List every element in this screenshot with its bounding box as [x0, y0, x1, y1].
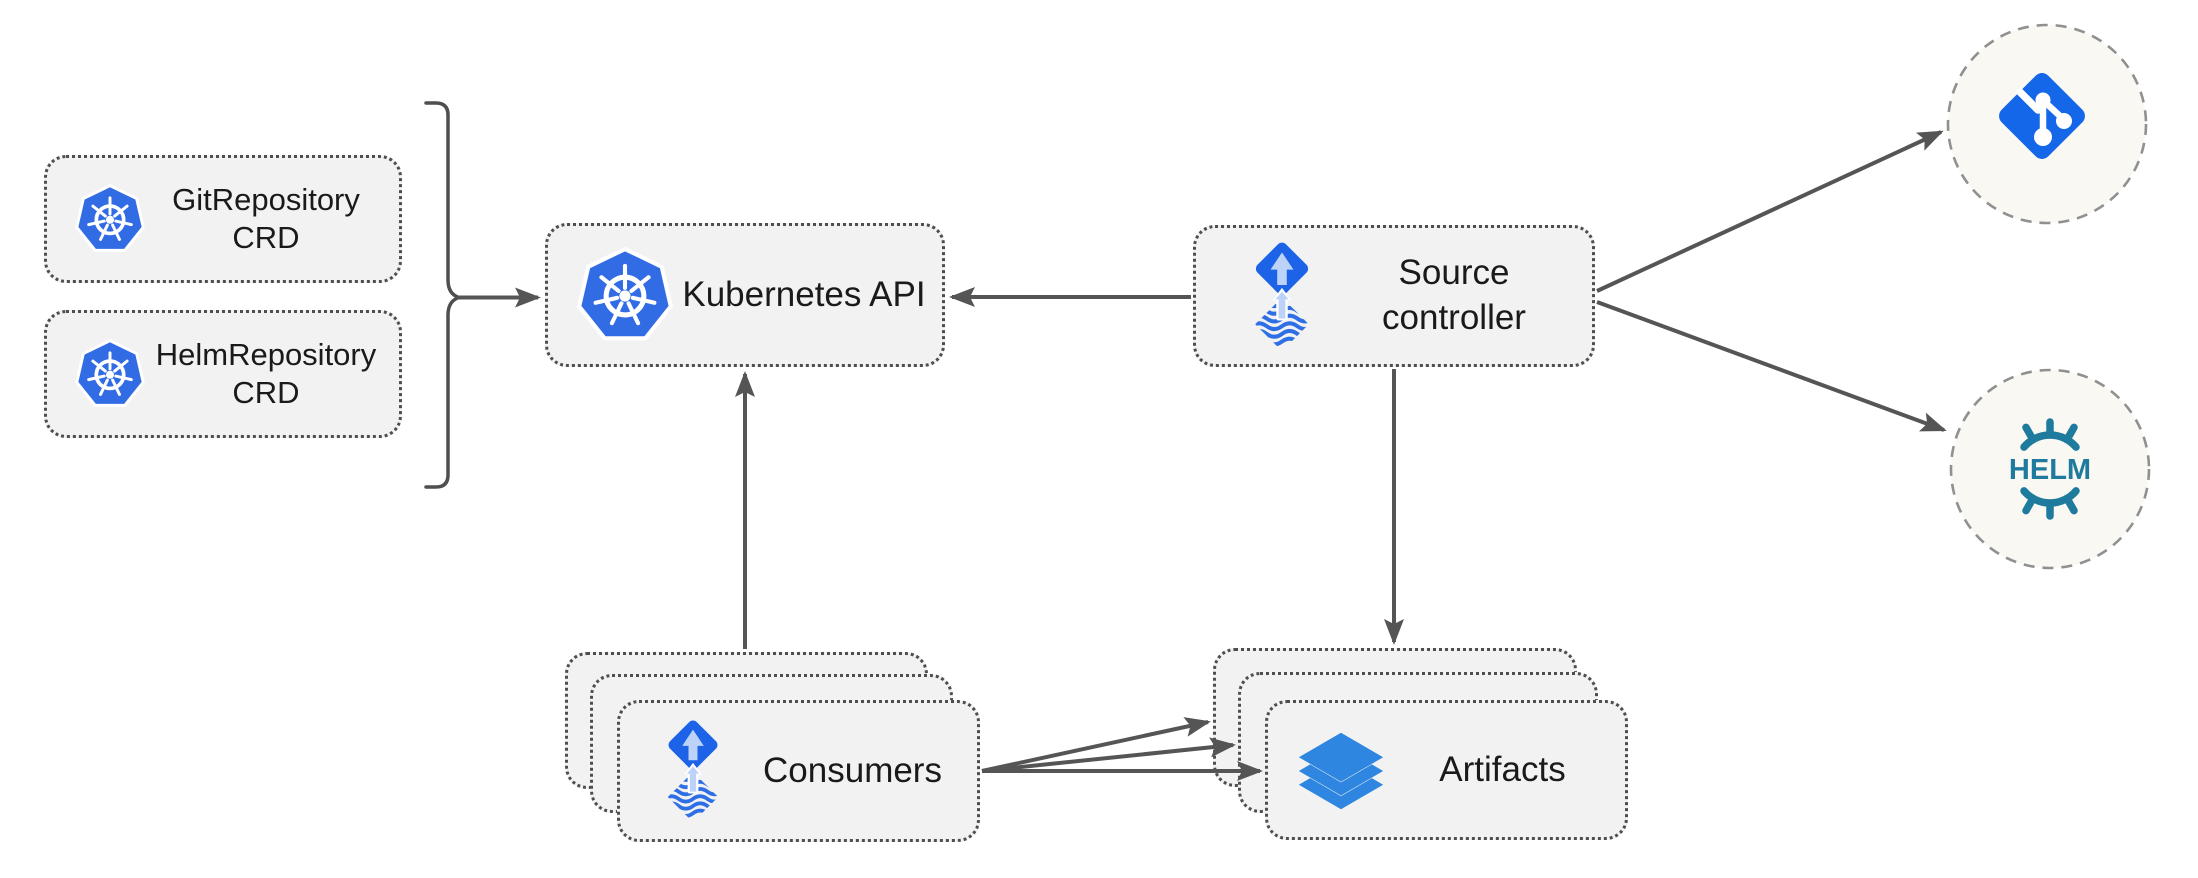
arrow-source-controller-to-helm [1596, 300, 1947, 432]
node-helm-repository: HELM [1945, 364, 2155, 579]
node-label-gitrepository-crd: GitRepository CRD [172, 182, 360, 255]
helm-logo-text: HELM [2009, 454, 2091, 486]
node-label-artifacts: Artifacts [1439, 749, 1566, 789]
arrow-consumers-to-artifacts-2 [981, 737, 1236, 773]
node-label-kubernetes-api: Kubernetes API [682, 274, 926, 314]
flux-icon [1234, 240, 1330, 353]
node-kubernetes-api: Kubernetes API [545, 223, 945, 367]
brace-crds [424, 101, 465, 489]
node-consumers: Consumers [617, 700, 980, 842]
kubernetes-icon [73, 337, 147, 411]
arrow-source-controller-to-git [1596, 130, 1944, 293]
git-icon [1999, 73, 2085, 159]
flux-icon [648, 718, 738, 824]
helm-icon: HELM [2009, 418, 2091, 520]
node-label-helmrepository-crd: HelmRepository CRD [155, 337, 377, 410]
arrow-consumers-to-artifacts-1 [981, 717, 1211, 773]
kubernetes-icon [574, 244, 676, 346]
node-label-consumers: Consumers [763, 750, 942, 790]
node-git-repository [1942, 19, 2152, 234]
node-source-controller: Source controller [1193, 225, 1595, 367]
node-label-source-controller: Source controller [1382, 253, 1526, 337]
kubernetes-icon [73, 182, 147, 256]
node-helmrepository-crd: HelmRepository CRD [44, 310, 402, 438]
node-gitrepository-crd: GitRepository CRD [44, 155, 402, 283]
layers-icon [1292, 721, 1390, 819]
node-artifacts: Artifacts [1265, 700, 1628, 840]
